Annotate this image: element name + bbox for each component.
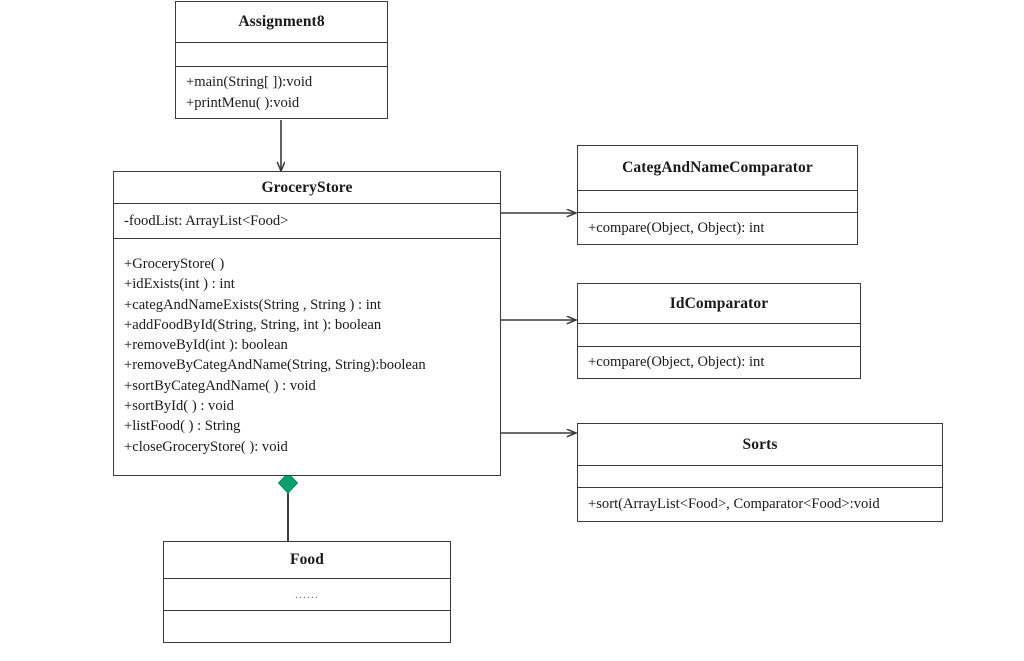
operation-item: +compare(Object, Object): int: [588, 354, 765, 371]
class-title-food: Food: [164, 542, 450, 580]
class-attributes-categandnamecomparator: [578, 191, 857, 213]
class-title-assignment8: Assignment8: [176, 2, 387, 43]
operation-item: +categAndNameExists(String , String ) : …: [124, 296, 382, 313]
operation-item: +idExists(int ) : int: [124, 276, 235, 293]
class-attributes-grocerystore: -foodList: ArrayList<Food>: [114, 204, 500, 239]
class-attributes-food: ......: [164, 579, 450, 611]
operation-item: +sortById( ) : void: [124, 398, 234, 415]
composition-diamond: [277, 472, 299, 494]
class-operations-idcomparator: +compare(Object, Object): int: [578, 347, 860, 378]
class-operations-grocerystore: +GroceryStore( ) +idExists(int ) : int +…: [114, 239, 500, 475]
class-attributes-assignment8: [176, 43, 387, 67]
operation-item: +main(String[ ]):void: [186, 74, 313, 91]
class-title-grocerystore: GroceryStore: [114, 172, 500, 204]
operation-item: +GroceryStore( ): [124, 256, 225, 272]
class-box-categandnamecomparator[interactable]: CategAndNameComparator +compare(Object, …: [577, 145, 858, 245]
operation-item: +printMenu( ):void: [186, 94, 300, 111]
class-box-food[interactable]: Food ......: [163, 541, 451, 643]
operation-item: +compare(Object, Object): int: [588, 220, 765, 237]
class-box-sorts[interactable]: Sorts +sort(ArrayList<Food>, Comparator<…: [577, 423, 943, 522]
class-box-idcomparator[interactable]: IdComparator +compare(Object, Object): i…: [577, 283, 861, 379]
class-operations-sorts: +sort(ArrayList<Food>, Comparator<Food>:…: [578, 488, 942, 521]
class-title-categandnamecomparator: CategAndNameComparator: [578, 146, 857, 191]
operation-item: +listFood( ) : String: [124, 418, 241, 435]
operation-item: +removeById(int ): boolean: [124, 337, 288, 354]
class-operations-categandnamecomparator: +compare(Object, Object): int: [578, 213, 857, 244]
operation-item: +removeByCategAndName(String, String):bo…: [124, 357, 426, 374]
class-box-grocerystore[interactable]: GroceryStore -foodList: ArrayList<Food> …: [113, 171, 501, 476]
attribute-item: -foodList: ArrayList<Food>: [124, 212, 289, 229]
class-title-sorts: Sorts: [578, 424, 942, 466]
operation-item: +sortByCategAndName( ) : void: [124, 377, 316, 394]
class-operations-food: [164, 611, 450, 642]
attribute-item: ......: [295, 587, 319, 602]
operation-item: +closeGroceryStore( ): void: [124, 438, 288, 455]
class-title-idcomparator: IdComparator: [578, 284, 860, 324]
class-attributes-idcomparator: [578, 324, 860, 347]
class-box-assignment8[interactable]: Assignment8 +main(String[ ]):void +print…: [175, 1, 388, 119]
class-attributes-sorts: [578, 466, 942, 488]
class-operations-assignment8: +main(String[ ]):void +printMenu( ):void: [176, 67, 387, 118]
operation-item: +sort(ArrayList<Food>, Comparator<Food>:…: [588, 496, 880, 513]
operation-item: +addFoodById(String, String, int ): bool…: [124, 316, 382, 333]
